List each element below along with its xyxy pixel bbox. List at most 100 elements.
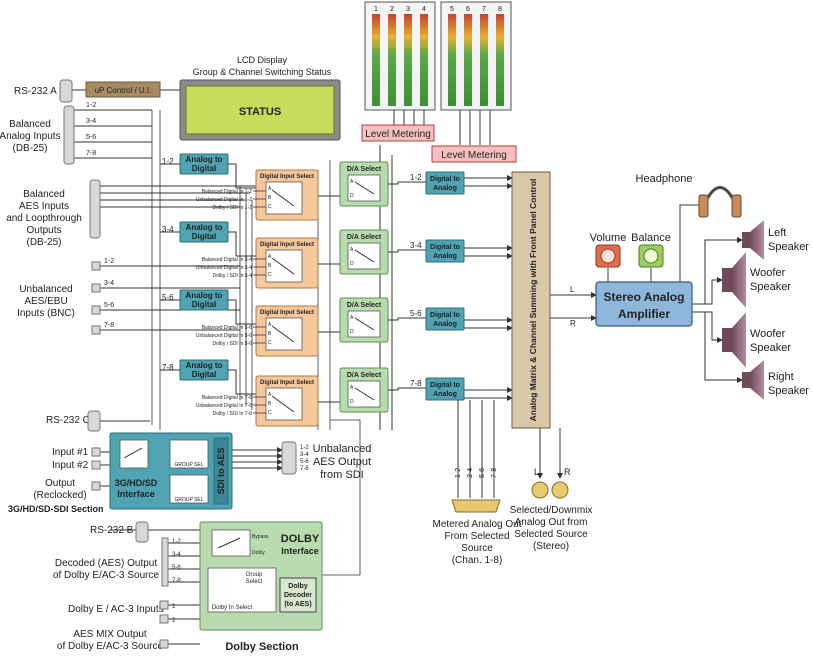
sdi-input2-label: Input #2 — [52, 460, 89, 471]
dis-switch-4 — [265, 387, 303, 421]
dta-pair-label-2: 3-4 — [410, 241, 422, 250]
meter-bar-6 — [464, 14, 472, 106]
left-speaker-label-1: Left — [768, 227, 786, 239]
balanced-aes-label-1: Balanced — [23, 189, 65, 200]
source-label-4-1: Balanced Digital In 7-8 — [202, 395, 253, 401]
dolby-inputs-label: Dolby E / AC-3 Inputs — [68, 604, 164, 615]
rs232c-connector — [87, 410, 101, 432]
balanced-aes-label-2: AES Inputs — [19, 201, 69, 212]
sdi-output-label-2: (Reclocked) — [33, 490, 86, 501]
dis-label-1: Digital Input Select — [260, 174, 314, 180]
meter-label-1: 1 — [374, 6, 378, 13]
dolby-decoder-box — [279, 577, 317, 613]
meter-bar-1 — [372, 14, 380, 106]
bnc-label-7-8: 7-8 — [104, 322, 114, 329]
da-letter-1-A: A — [350, 179, 354, 185]
dta-label-a-1: Digital to — [430, 176, 460, 183]
da-select-label-3: D/A Select — [347, 302, 382, 309]
analog-pair-7-8: 7-8 — [86, 150, 96, 157]
source-label-3-1: Balanced Digital In 5-6 — [202, 325, 253, 331]
sdi-pin-5-6: 5-6 — [300, 459, 309, 465]
level-metering-label-2: Level Metering — [441, 150, 507, 161]
sdi-interface-label-1: 3G/HD/SD — [115, 478, 158, 488]
dolby-decoder-label-1: Dolby — [288, 583, 308, 590]
dis-switch-3 — [265, 317, 303, 351]
dolby-input-2-bnc — [159, 614, 169, 624]
balanced-aes-label-4: Outputs — [26, 225, 61, 236]
dolby-input-num-1: 1 — [172, 604, 176, 610]
lcd-status: STATUS — [239, 106, 281, 118]
sdi-input1-bnc — [91, 447, 101, 457]
da-letter-2-D: D — [350, 261, 354, 267]
dis-letter-1-A: A — [268, 186, 272, 192]
da-select-label-1: D/A Select — [347, 166, 382, 173]
dta-pair-label-4: 7-8 — [410, 379, 422, 388]
dolby-pin-5-6: 5-6 — [172, 565, 181, 571]
sdi-input-switch — [119, 439, 149, 469]
pair-label-3: 5-6 — [162, 293, 174, 302]
sdi-interface-label-2: Interface — [117, 489, 155, 499]
volume-knob-dial — [600, 248, 616, 264]
xlr-l-label: L — [534, 467, 539, 477]
level-metering-label-1: Level Metering — [365, 129, 431, 140]
unbalanced-sdi-label-1: Unbalanced — [313, 443, 372, 455]
meter-label-4: 4 — [422, 6, 426, 13]
dis-label-2: Digital Input Select — [260, 242, 314, 248]
meter-panel-left: 1 2 3 4 — [364, 1, 436, 111]
dolby-decoded-out-connector — [161, 537, 169, 587]
meter-bar-3 — [404, 14, 412, 106]
level-metering-box-1 — [361, 124, 435, 142]
dolby-group-select-label-2: Select — [246, 579, 263, 585]
meter-bar-2 — [388, 14, 396, 106]
meter-bar-4 — [420, 14, 428, 106]
balanced-aes-label-3: and Loopthrough — [6, 213, 82, 224]
dolby-decoder-label-3: (to AES) — [284, 601, 311, 608]
up-control-box — [85, 81, 161, 98]
metered-pin-7-8: 7-8 — [491, 468, 498, 478]
meter-bar-5 — [448, 14, 456, 106]
aes-mix-bnc — [159, 639, 169, 649]
sdi-group-sel-1 — [169, 439, 209, 469]
source-label-2-3: Dolby / SDI In 3-4 — [213, 273, 253, 279]
sdi-group-sel-2 — [169, 474, 209, 504]
sdi-pin-3-4: 3-4 — [300, 452, 309, 458]
bypass-label: Bypass — [252, 534, 269, 540]
metered-pin-1-2: 1-2 — [455, 468, 462, 478]
meter-bar-7 — [480, 14, 488, 106]
level-metering-box-2 — [431, 145, 517, 163]
balanced-analog-label-1: Balanced — [9, 119, 51, 130]
decoded-out-label-1: Decoded (AES) Output — [55, 558, 157, 569]
dta-label-b-1: Analog — [433, 185, 457, 192]
sdi-input2-bnc — [91, 460, 101, 470]
db25-analog-connector — [63, 105, 75, 165]
pair-label-1: 1-2 — [162, 157, 174, 166]
downmix-label-1: Selected/Downmix — [510, 505, 593, 516]
db25-aes-connector — [89, 179, 101, 239]
dis-letter-1-B: B — [268, 195, 272, 201]
dolby-bypass-switch — [211, 529, 251, 557]
metered-out-label-3: Source — [461, 543, 493, 554]
sdi-output-label-1: Output — [45, 478, 75, 489]
right-speaker-label-1: Right — [768, 371, 794, 383]
metered-out-label-4: (Chan. 1-8) — [452, 555, 503, 566]
sdi-output-bnc — [91, 481, 101, 491]
dis-letter-2-C: C — [268, 272, 272, 278]
metered-out-connector — [451, 499, 501, 513]
da-letter-2-A: A — [350, 247, 354, 253]
rs232a-connector — [59, 79, 73, 103]
dis-switch-1 — [265, 181, 303, 215]
dolby-group-select-label-1: Group — [246, 572, 263, 578]
dolby-section-label: Dolby Section — [225, 641, 299, 653]
rs232c-label: RS-232 C — [46, 415, 90, 426]
left-speaker-label-2: Speaker — [768, 241, 809, 253]
analog-matrix-label: Analog Matrix & Channel Summing with Fro… — [528, 179, 538, 422]
meter-label-5: 5 — [450, 6, 454, 13]
bnc-label-3-4: 3-4 — [104, 280, 114, 287]
dta-label-b-4: Analog — [433, 391, 457, 398]
dolby-pin-1-2: 1-2 — [172, 539, 181, 545]
analog-matrix-box — [511, 171, 551, 429]
meter-label-2: 2 — [390, 6, 394, 13]
decoded-out-label-2: of Dolby E/AC-3 Source — [53, 570, 160, 581]
bnc-5-6 — [91, 305, 101, 315]
lcd-title-1: LCD Display — [237, 55, 288, 65]
